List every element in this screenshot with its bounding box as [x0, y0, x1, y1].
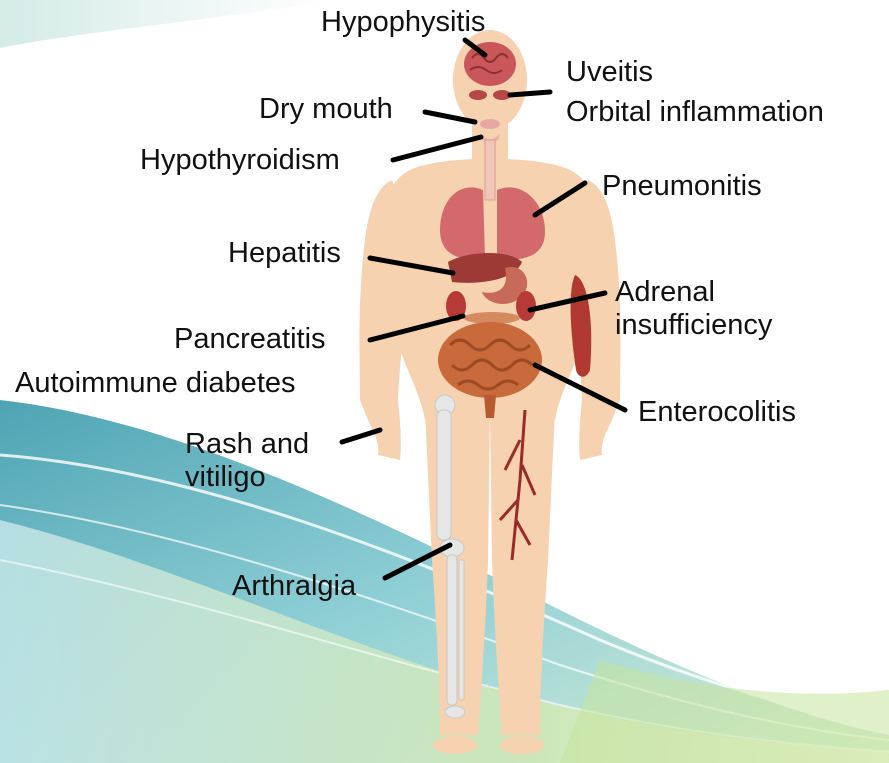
- line-hypothyroidism: [393, 137, 481, 160]
- salivary-gland: [480, 119, 500, 129]
- line-rash: [342, 430, 380, 442]
- label-dry-mouth: Dry mouth: [259, 93, 393, 126]
- label-enterocolitis: Enterocolitis: [638, 396, 796, 429]
- rectum: [484, 395, 496, 418]
- label-hypophysitis: Hypophysitis: [321, 6, 485, 39]
- label-uveitis: Uveitis: [566, 56, 653, 89]
- trachea: [485, 140, 495, 200]
- label-pneumonitis: Pneumonitis: [602, 170, 762, 203]
- line-uveitis: [510, 92, 550, 95]
- left-eye: [469, 90, 487, 100]
- label-pancreatitis: Pancreatitis: [174, 323, 326, 356]
- label-rash-and-vitiligo: Rash and vitiligo: [185, 428, 309, 494]
- top-wave: [0, 0, 330, 48]
- label-hypothyroidism: Hypothyroidism: [140, 144, 340, 177]
- femur: [437, 410, 451, 540]
- label-adrenal-insufficiency: Adrenal insufficiency: [615, 276, 772, 342]
- right-foot: [500, 736, 544, 754]
- label-hepatitis: Hepatitis: [228, 237, 341, 270]
- brain: [464, 42, 516, 86]
- fibula: [459, 560, 464, 700]
- left-foot: [433, 736, 477, 754]
- wave-green-right: [560, 660, 889, 763]
- label-arthralgia: Arthralgia: [232, 570, 356, 603]
- label-orbital-inflammation: Orbital inflammation: [566, 96, 824, 129]
- label-autoimmune-diabetes: Autoimmune diabetes: [15, 367, 296, 400]
- tibia: [447, 555, 457, 705]
- foot-bones: [445, 706, 465, 718]
